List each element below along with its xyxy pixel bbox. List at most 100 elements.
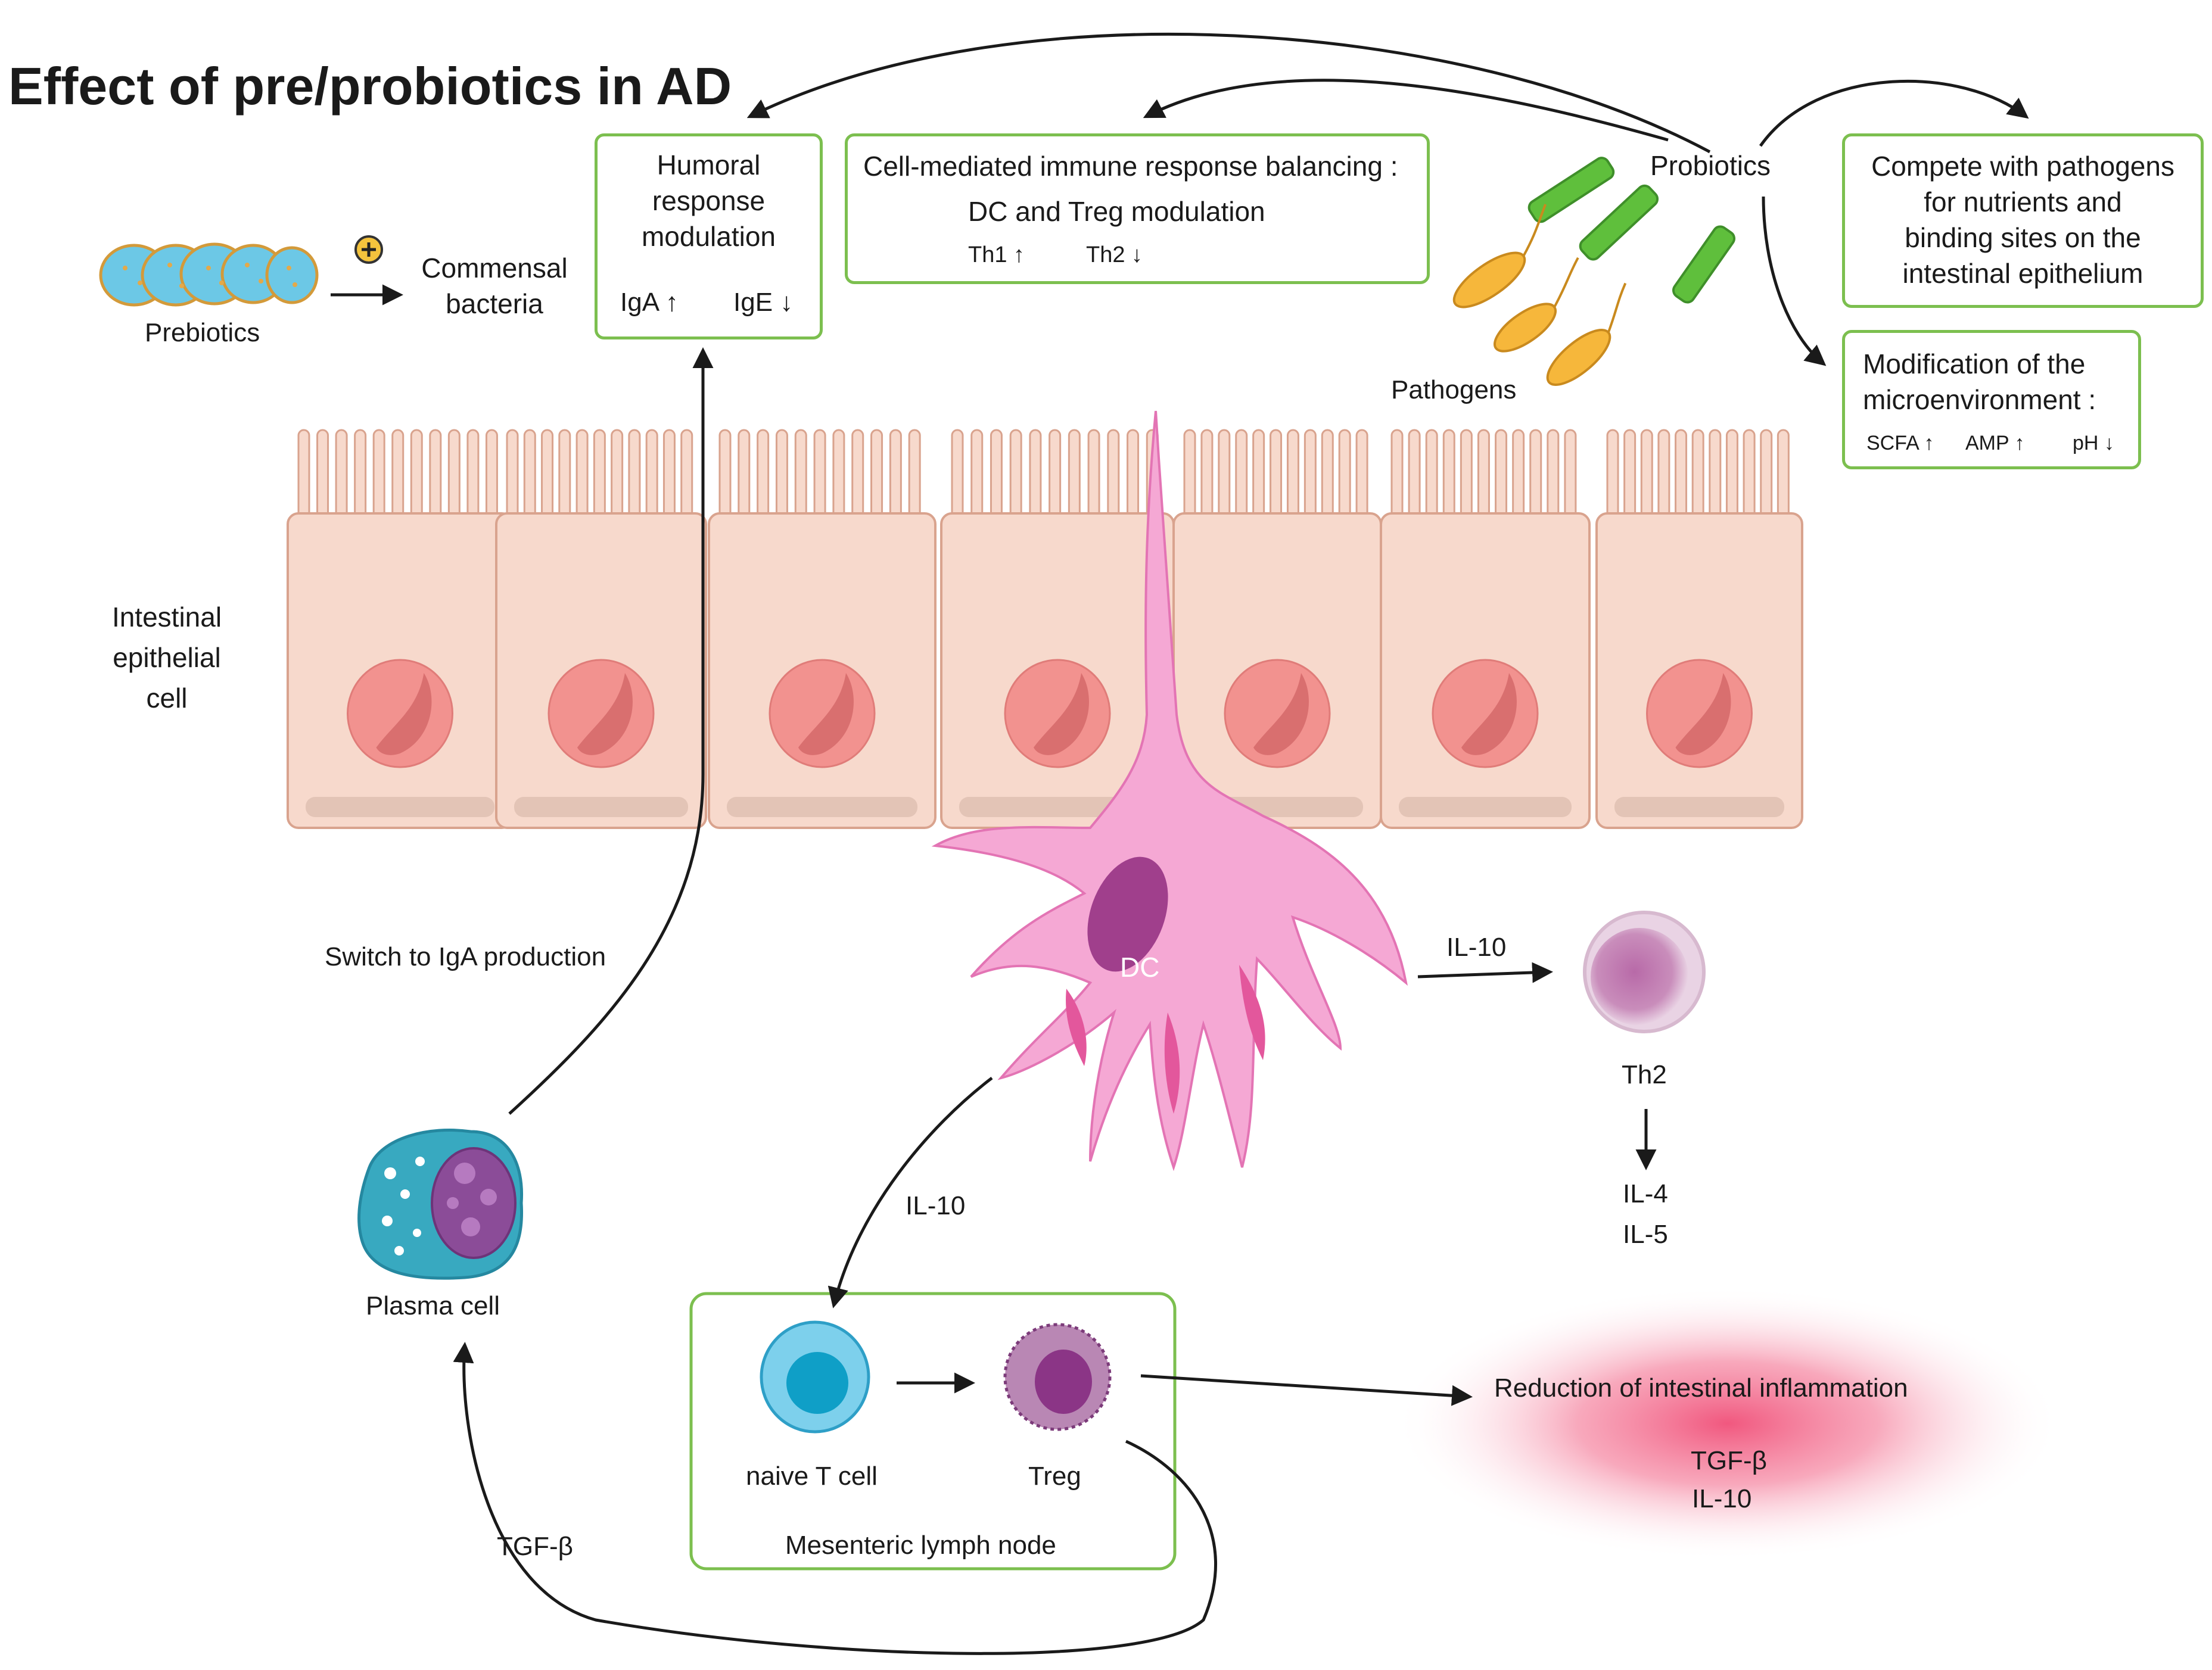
microvillus <box>1200 429 1214 521</box>
il4-label: IL-4 <box>1623 1179 1668 1208</box>
prebiotics-label: Prebiotics <box>145 318 260 347</box>
plasma-cell-icon <box>357 1129 524 1280</box>
microvillus <box>1477 429 1490 521</box>
compete-box: Compete with pathogens for nutrients and… <box>1842 133 2204 308</box>
microvillus <box>1183 429 1196 521</box>
dc-label: DC <box>1120 952 1160 983</box>
microvillus <box>1691 429 1704 521</box>
microvillus <box>662 429 676 521</box>
naive-t-cell <box>760 1320 870 1434</box>
microvillus <box>738 429 751 521</box>
microvillus <box>1390 429 1404 521</box>
plasma-cell-label: Plasma cell <box>366 1291 500 1320</box>
microvillus <box>1709 429 1722 521</box>
microvillus <box>645 429 658 521</box>
microvillus <box>628 429 641 521</box>
microvillus <box>506 429 519 521</box>
il10-th2-label: IL-10 <box>1446 933 1507 962</box>
microvillus <box>1606 429 1619 521</box>
microvillus <box>970 429 984 521</box>
reduction-label: Reduction of intestinal inflammation <box>1494 1373 1908 1403</box>
microvillus <box>1252 429 1265 521</box>
tgf-beta-left-label: TGF-β <box>497 1532 573 1561</box>
microvillus <box>1547 429 1560 521</box>
microvillus <box>372 429 385 521</box>
microvillus <box>1049 429 1062 521</box>
microvillus <box>1303 429 1317 521</box>
microvillus <box>951 429 964 521</box>
probiotics-icon <box>1527 157 1736 304</box>
microvillus <box>1460 429 1473 521</box>
epithelial-cell <box>1380 512 1591 829</box>
il5-label: IL-5 <box>1623 1220 1668 1249</box>
microvillus <box>466 429 480 521</box>
humoral-line-1: Humoral <box>657 149 761 180</box>
pathogens-label: Pathogens <box>1391 375 1517 404</box>
th1-label: Th1 ↑ <box>968 242 1025 267</box>
microvillus <box>794 429 807 521</box>
microvillus <box>354 429 367 521</box>
arrow-dc-il10-naive <box>827 1077 993 1308</box>
microvillus <box>391 429 405 521</box>
microvillus <box>1321 429 1334 521</box>
microvillus <box>558 429 571 521</box>
modification-line-2: microenvironment : <box>1863 384 2096 415</box>
microvillus <box>1355 429 1368 521</box>
microvillus <box>1725 429 1738 521</box>
commensal-bacteria-label: Commensal bacteria <box>421 253 568 319</box>
microvillus <box>575 429 589 521</box>
modification-box: Modification of the microenvironment : S… <box>1842 330 2141 469</box>
arrow-treg-reduction <box>1140 1374 1473 1406</box>
microvillus <box>485 429 498 521</box>
microvillus <box>593 429 606 521</box>
cell-mediated-box: Cell-mediated immune response balancing … <box>845 133 1430 284</box>
inflammation-glow <box>1394 1286 2061 1560</box>
compete-line-1: Compete with pathogens <box>1871 151 2174 182</box>
probiotics-label: Probiotics <box>1650 150 1771 181</box>
microvillus <box>1495 429 1508 521</box>
microvillus <box>1408 429 1421 521</box>
treg-cell <box>1003 1323 1112 1431</box>
microvillus <box>775 429 788 521</box>
microvillus <box>757 429 770 521</box>
microvillus <box>316 429 329 521</box>
scfa-label: SCFA ↑ <box>1866 432 1934 454</box>
arrow-probiotics-to-compete <box>1759 80 2029 147</box>
arrow-probiotics-to-cellmediated <box>1143 79 1669 142</box>
microvillus <box>1529 429 1542 521</box>
amp-label: AMP ↑ <box>1965 432 2025 454</box>
microvillus <box>447 429 461 521</box>
microvillus <box>429 429 442 521</box>
ige-label: IgE ↓ <box>733 288 794 317</box>
microvillus <box>990 429 1003 521</box>
microvillus <box>410 429 423 521</box>
microvillus <box>680 429 693 521</box>
pathogens-icon <box>1452 204 1627 386</box>
epithelial-cell <box>287 512 514 829</box>
arrow-probiotics-to-modification <box>1762 196 1827 366</box>
naive-t-cell-label: naive T cell <box>746 1462 878 1491</box>
microvillus <box>851 429 864 521</box>
treg-label: Treg <box>1028 1462 1081 1491</box>
microvillus <box>523 429 536 521</box>
ph-label: pH ↓ <box>2073 432 2114 454</box>
microvillus <box>1286 429 1299 521</box>
th2-box-label: Th2 ↓ <box>1086 242 1143 267</box>
prebiotics-icon <box>99 242 319 307</box>
microvillus <box>889 429 902 521</box>
epithelial-cell <box>1172 512 1382 829</box>
microvillus <box>832 429 845 521</box>
microvillus <box>1235 429 1248 521</box>
microvillus <box>1777 429 1790 521</box>
microvillus <box>611 429 624 521</box>
microvillus <box>1087 429 1100 521</box>
microvillus <box>1623 429 1637 521</box>
epithelial-cell-label: Intestinal epithelial cell <box>111 602 222 714</box>
microvillus <box>1760 429 1773 521</box>
epithelial-cell <box>1595 512 1803 829</box>
epithelial-cell <box>495 512 707 829</box>
microvillus <box>1512 429 1525 521</box>
th2-cell-label: Th2 <box>1622 1060 1667 1089</box>
dc-cell <box>931 410 1408 1172</box>
microvillus <box>1640 429 1653 521</box>
